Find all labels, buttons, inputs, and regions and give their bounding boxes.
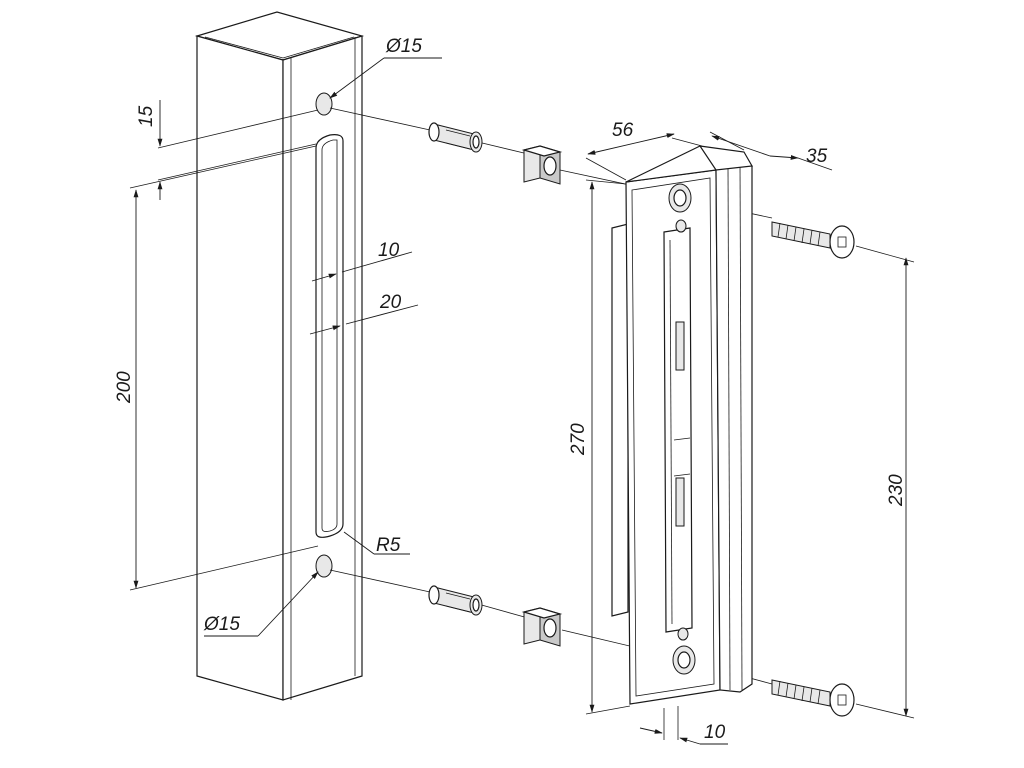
dim-keeper-height: 270 [568,179,631,715]
label-keeper-width: 56 [612,120,634,141]
post-hole-top [315,92,333,116]
dim-keeper-depth: 35 [709,131,833,171]
dim-slot-outer: 20 [309,292,419,335]
dim-keeper-bottom: 10 [639,706,728,745]
label-slot-length: 200 [114,371,135,404]
label-keeper-bottom-offset: 10 [704,722,726,743]
dim-slot-inner: 10 [311,240,413,282]
post-slot [315,134,344,538]
label-hole-bottom-diameter: Ø15 [203,614,240,635]
sleeve-top [428,122,483,153]
label-hole-top-diameter: Ø15 [385,36,422,57]
label-slot-radius: R5 [376,535,401,556]
sleeve-bottom [428,585,483,616]
screw-top [771,221,855,259]
post-hole-bottom [315,554,333,578]
dim-offset-15: 15 [136,100,319,200]
dim-keeper-width: 56 [585,120,703,181]
label-slot-outer-width: 20 [379,292,402,313]
nut-top [521,145,563,185]
nut-bottom [521,607,563,647]
label-slot-inner-width: 10 [378,240,400,261]
screw-bottom [771,679,855,717]
label-offset-15: 15 [136,105,157,127]
label-keeper-height: 270 [568,423,589,456]
dim-hole-bottom: Ø15 [203,571,319,637]
dim-hole-top: Ø15 [329,36,442,99]
label-keeper-depth: 35 [806,146,828,167]
dim-slot-length: 200 [114,145,319,591]
label-screw-spacing: 230 [886,474,907,507]
keeper-bracket [611,145,753,705]
dim-screw-spacing: 230 [855,245,915,719]
dim-slot-radius: R5 [343,531,410,556]
